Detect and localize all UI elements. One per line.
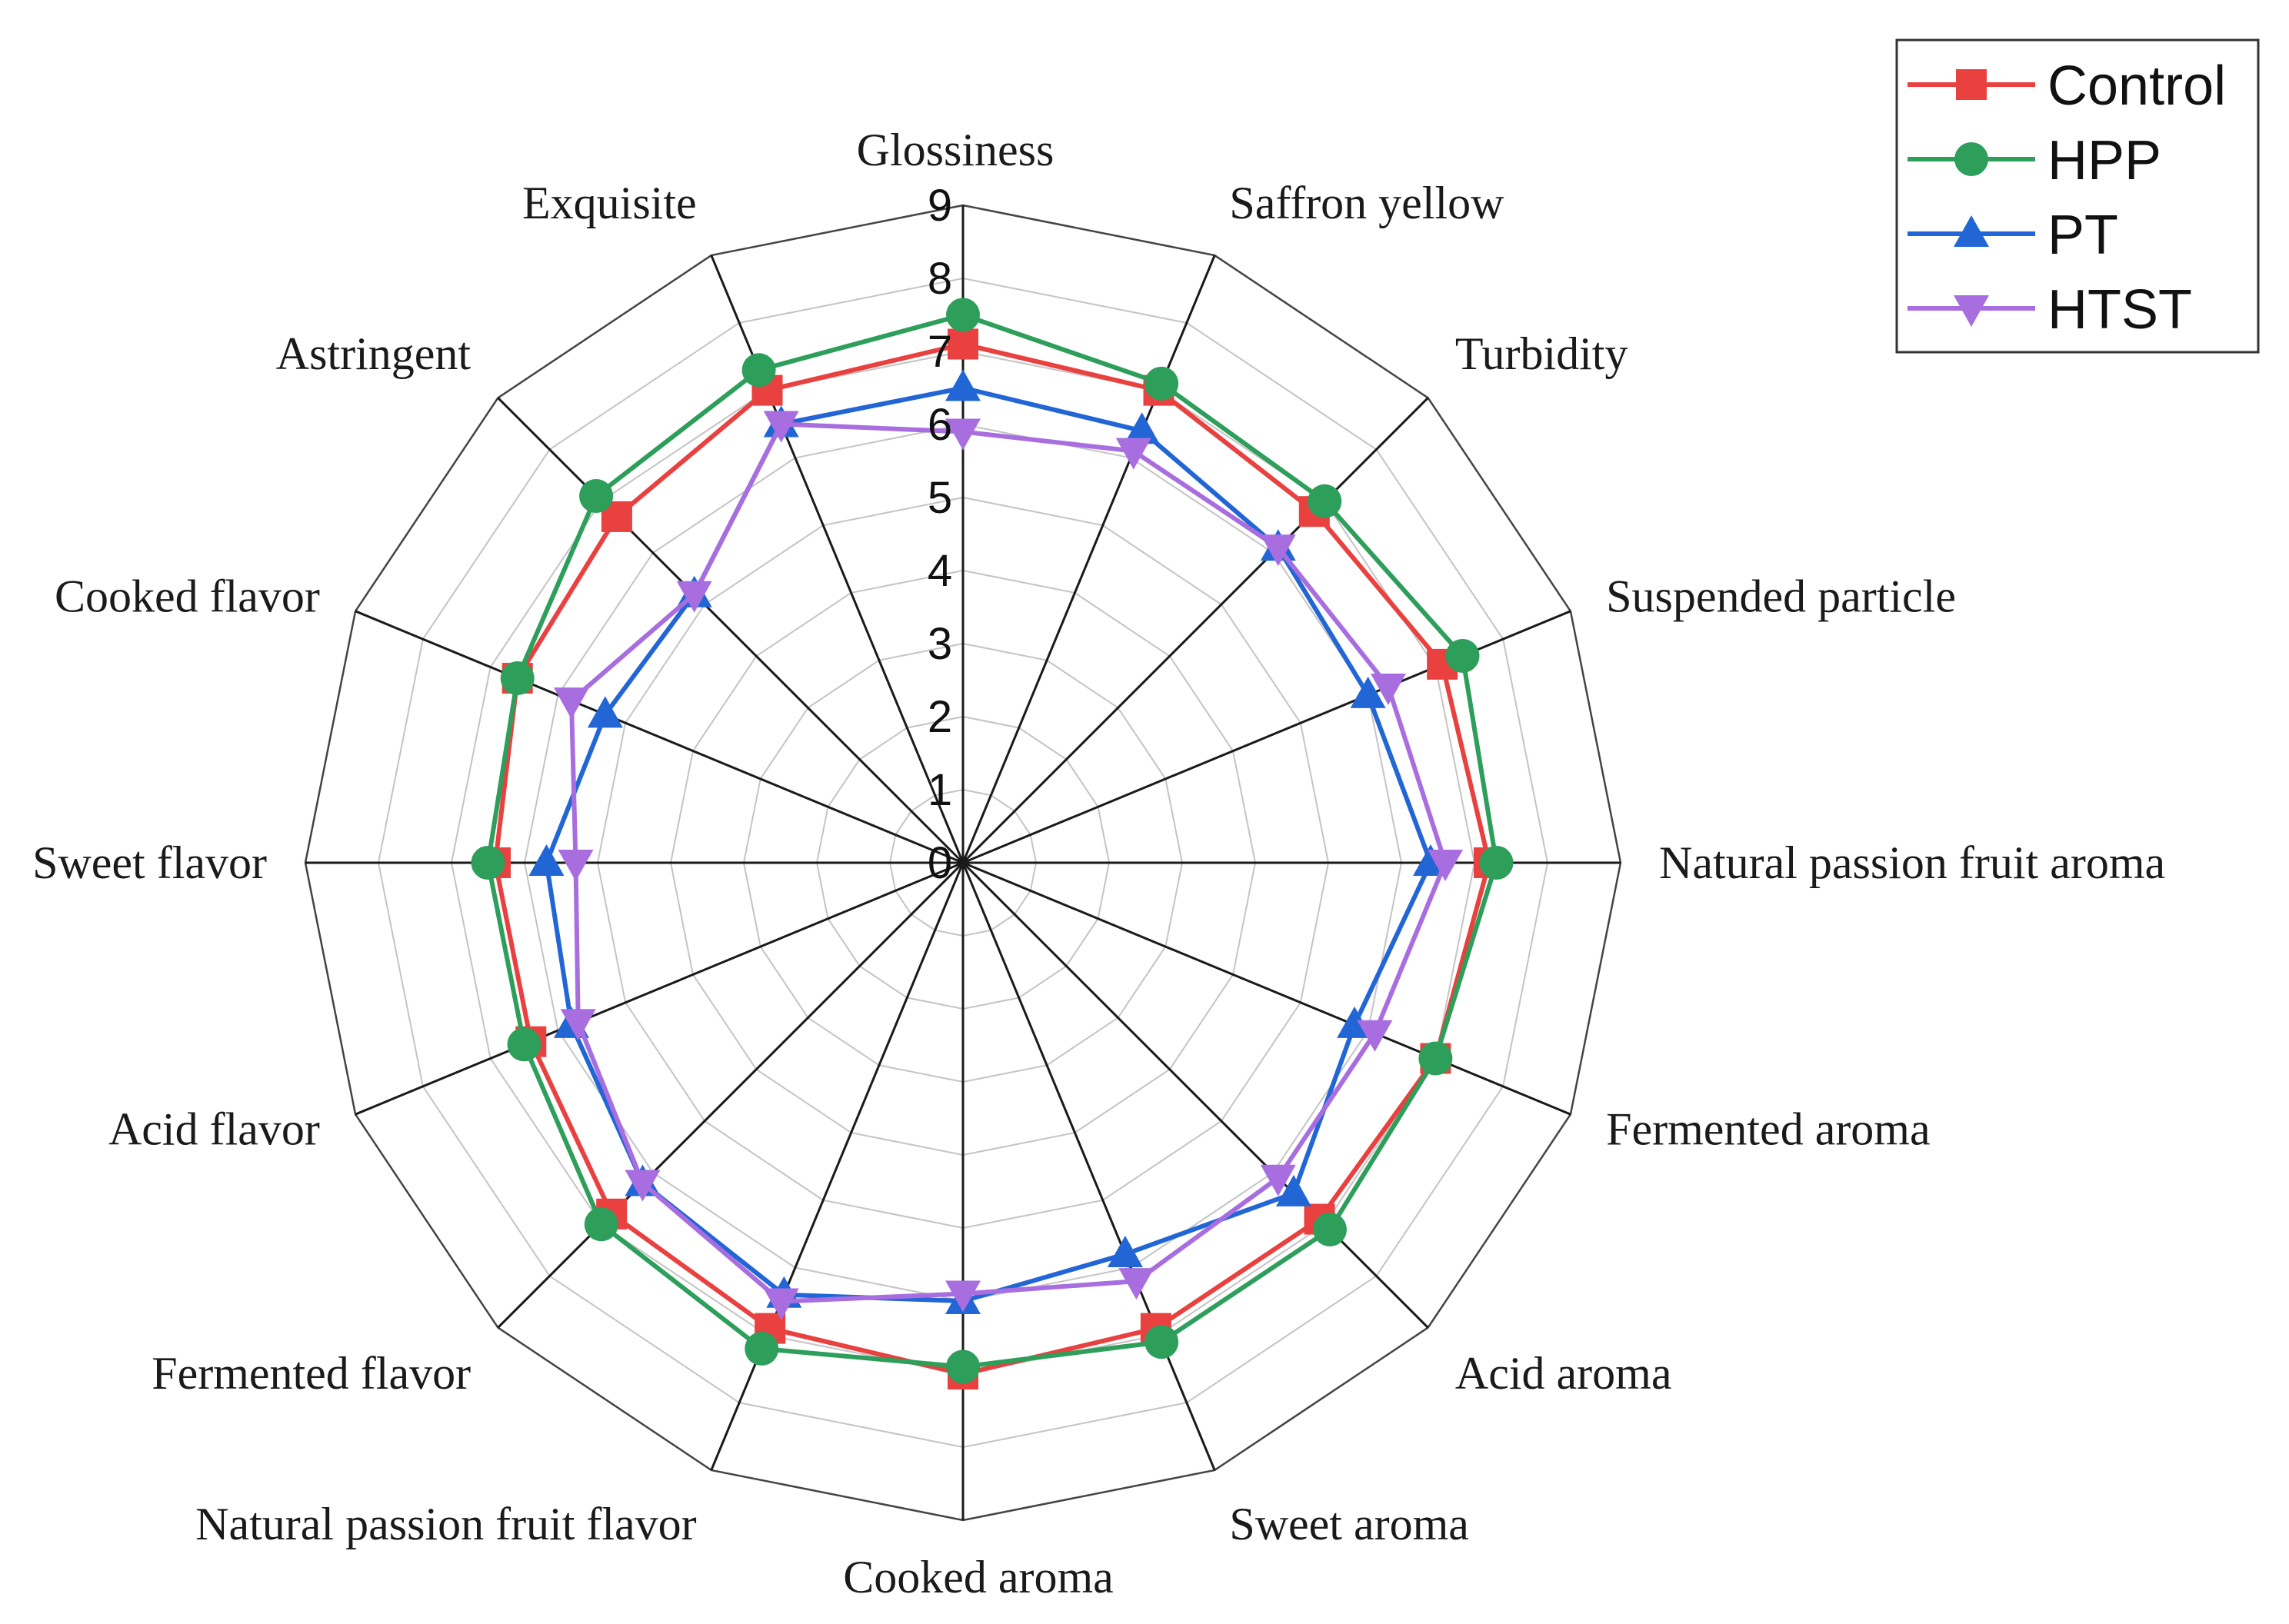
axis-spoke — [710, 255, 965, 864]
axis-spoke — [355, 861, 964, 1116]
tick-label: 1 — [928, 765, 952, 815]
data-point — [560, 1009, 596, 1041]
series-control — [480, 328, 1504, 1389]
legend-entry: HTST — [2047, 279, 2192, 341]
data-point — [1357, 1020, 1393, 1052]
data-point — [1144, 1325, 1179, 1359]
category-label: Astringent — [276, 328, 471, 379]
data-point — [558, 850, 594, 881]
axis-spoke — [961, 861, 1429, 1329]
data-point — [763, 411, 799, 443]
data-point — [1428, 850, 1463, 881]
data-point — [745, 1331, 779, 1366]
data-point — [1479, 846, 1514, 880]
data-point — [1954, 142, 1988, 176]
data-point — [584, 1207, 618, 1242]
category-label: Acid aroma — [1455, 1348, 1672, 1399]
data-point — [946, 298, 980, 332]
legend-entry: HPP — [2047, 130, 2161, 191]
data-point — [471, 846, 505, 880]
data-point — [528, 844, 565, 876]
data-point — [945, 1280, 981, 1313]
data-point — [945, 418, 981, 451]
series-line — [544, 385, 1433, 1303]
tick-label-layer: 0 1 2 3 4 5 6 7 8 9 — [928, 181, 952, 888]
data-point — [948, 328, 978, 360]
series-layer — [471, 298, 1514, 1389]
data-point — [1260, 534, 1296, 567]
category-label: Cooked aroma — [843, 1552, 1114, 1602]
data-point — [1308, 484, 1342, 518]
series-htst — [553, 411, 1463, 1320]
data-point — [1260, 1164, 1296, 1196]
data-point — [1956, 69, 1987, 100]
data-point — [946, 1349, 980, 1384]
category-label: Acid flavor — [108, 1103, 320, 1154]
tick-label: 2 — [928, 692, 952, 742]
category-label: Saffron yellow — [1229, 178, 1504, 228]
category-label: Sweet aroma — [1229, 1499, 1469, 1549]
category-label: Fermented aroma — [1606, 1103, 1931, 1154]
data-point — [1115, 438, 1151, 470]
tick-label: 0 — [928, 838, 952, 888]
data-point — [741, 353, 776, 388]
data-point — [676, 581, 712, 613]
data-point — [763, 1288, 799, 1320]
data-point — [1124, 412, 1160, 444]
legend-entry: Control — [2047, 55, 2226, 117]
category-label: Fermented flavor — [152, 1348, 471, 1399]
axis-spoke — [961, 862, 1216, 1471]
data-point — [507, 1027, 541, 1062]
category-label: Cooked flavor — [55, 571, 320, 622]
data-point — [587, 696, 623, 728]
data-point — [1418, 1041, 1453, 1076]
tick-label: 9 — [928, 181, 952, 231]
data-point — [625, 1170, 661, 1202]
tick-label: 7 — [928, 327, 952, 377]
data-point — [1107, 1236, 1143, 1268]
category-label: Exquisite — [522, 178, 697, 228]
tick-label: 6 — [928, 400, 952, 450]
category-label: Natural passion fruit flavor — [195, 1499, 696, 1549]
data-point — [1275, 1174, 1311, 1206]
tick-label: 4 — [928, 546, 952, 596]
axis-spoke — [497, 861, 965, 1329]
tick-label: 5 — [928, 473, 952, 523]
tick-label: 3 — [928, 619, 952, 669]
data-point — [1954, 215, 1989, 247]
data-point — [1370, 673, 1406, 705]
legend-entry: PT — [2047, 205, 2118, 266]
series-line — [485, 312, 1499, 1369]
data-point — [1445, 638, 1480, 673]
axis-spoke — [961, 255, 1216, 864]
category-label: Suspended particle — [1606, 571, 1956, 622]
category-label: Turbidity — [1455, 328, 1628, 379]
data-point — [1144, 366, 1179, 401]
axis-spoke — [497, 397, 965, 864]
category-label: Sweet flavor — [32, 837, 267, 888]
tick-label: 8 — [928, 254, 952, 304]
series-hpp — [471, 298, 1514, 1384]
data-point — [1118, 1268, 1154, 1300]
data-point — [579, 479, 614, 514]
data-point — [945, 369, 981, 401]
category-label: Natural passion fruit aroma — [1659, 837, 2165, 888]
data-point — [553, 687, 589, 720]
axis-spoke — [961, 397, 1429, 864]
data-point — [1312, 1212, 1347, 1246]
axis-spoke — [710, 862, 965, 1471]
category-label: Glossiness — [857, 125, 1055, 175]
data-point — [1954, 295, 1989, 327]
axis-spoke — [962, 861, 1571, 1116]
data-point — [1350, 676, 1386, 708]
axis-spoke — [355, 610, 964, 864]
data-point — [500, 661, 535, 696]
